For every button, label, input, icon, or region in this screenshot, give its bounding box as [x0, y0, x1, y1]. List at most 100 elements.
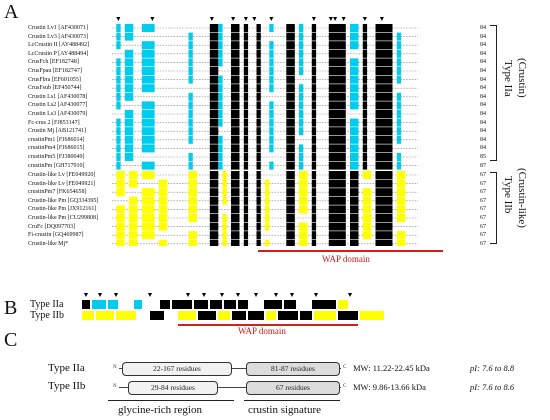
- type-2b-shade: [129, 205, 138, 214]
- sequence-alignment: [112, 17, 418, 246]
- type-2b-shade: [209, 239, 219, 246]
- type-2a-shade: [116, 161, 121, 170]
- type-2b-shade: [375, 171, 393, 179]
- type-2a-sublabel: (Crustin): [516, 58, 528, 98]
- cysteine-marker: [311, 17, 316, 21]
- type-2a-shade: [286, 32, 295, 41]
- type-2a-seq-name-11: Crustin Ls3 [AF430079]: [28, 111, 88, 117]
- type-2b-shade: [209, 179, 219, 188]
- type-2b-seq-name-2: Crustin-like Lv [FE049921]: [28, 180, 96, 187]
- type-2b-seq-name-6: Crustin-like Pm [CU299808]: [28, 215, 98, 221]
- type-2a-shade: [362, 24, 368, 32]
- type-2a-shade: [350, 118, 359, 127]
- type-2a-shade: [328, 144, 346, 153]
- type-2a-shade: [299, 58, 304, 67]
- type-2a-shade: [116, 84, 121, 93]
- type-2b-shade: [299, 196, 308, 205]
- type-2b-seq-name-4: Crustin-like Pm [GQ334395]: [28, 197, 99, 204]
- type-2a-shade: [218, 24, 223, 32]
- type-2b-shade: [116, 239, 125, 246]
- type-2b-shade: [209, 196, 219, 205]
- type-2a-shade: [188, 153, 193, 161]
- type-2b-motif-block: [314, 311, 336, 320]
- type-2b-shade: [158, 239, 168, 246]
- type-2a-seq-name-2: Crustin Lv3 [AF430073]: [28, 33, 88, 40]
- type-2a-shade: [299, 84, 304, 93]
- type-2a-shade: [311, 32, 317, 41]
- type-2a-shade: [231, 153, 240, 161]
- motif-cysteine-marker: [98, 293, 102, 297]
- type-2a-shade: [286, 75, 295, 84]
- type-2b-shade: [209, 231, 219, 240]
- type-2a-shade: [243, 41, 249, 50]
- type-2a-shade: [350, 127, 359, 136]
- type-2a-shade: [269, 144, 274, 153]
- type-2b-motif-block: [300, 311, 312, 320]
- type-2b-shade: [243, 196, 249, 205]
- type-2a-motif-block: [284, 300, 296, 309]
- type-2b-shade: [299, 171, 308, 179]
- type-2b-shade: [231, 231, 240, 240]
- type-2b-shade: [286, 231, 295, 240]
- type-2a-shade: [256, 75, 261, 84]
- type-2b-end-4: 67: [480, 197, 486, 204]
- type-2a-shade: [116, 41, 121, 50]
- type-2a-shade: [188, 127, 193, 136]
- type-2a-shade: [286, 67, 295, 75]
- type-2a-shade: [375, 118, 393, 127]
- type-2b-shade: [350, 222, 359, 231]
- type-2b-shade: [158, 205, 168, 214]
- type-2a-shade: [362, 118, 368, 127]
- type-2b-shade: [396, 214, 406, 222]
- type-2b-shade: [129, 196, 138, 205]
- type-2b-shade: [116, 188, 125, 197]
- type-2a-shade: [269, 161, 274, 170]
- type-2a-shade: [375, 41, 393, 50]
- type-2b-shade: [243, 239, 249, 246]
- type-2b-shade: [362, 214, 372, 222]
- type-2a-shade: [299, 161, 304, 170]
- type-2b-shade: [299, 222, 308, 231]
- type-2b-label: Type IIb: [502, 176, 514, 214]
- type-2a-shade: [362, 58, 368, 67]
- type-2a-shade: [350, 67, 359, 75]
- type-2a-shade: [299, 118, 304, 127]
- type-2a-shade: [375, 92, 393, 101]
- type-2b-shade: [243, 214, 249, 222]
- type-2b-shade: [299, 231, 308, 240]
- type-2a-motif-block: [312, 300, 336, 309]
- type-2a-motif-block: [108, 300, 118, 309]
- motif-cysteine-marker: [148, 293, 152, 297]
- panel-label-b: B: [4, 297, 18, 319]
- type-2a-shade: [209, 144, 219, 153]
- type-2b-shade: [209, 188, 219, 197]
- type-2a-seq-name-13: Crustin Mj [AB121741]: [28, 128, 87, 135]
- type-2a-shade: [299, 41, 304, 50]
- type-2b-shade: [141, 196, 155, 205]
- type-2b-shade: [350, 188, 359, 197]
- type-2a-shade: [243, 110, 249, 118]
- n-terminus-a: N: [113, 365, 117, 370]
- type-2a-shade: [124, 84, 134, 93]
- type-2b-shade: [311, 231, 317, 240]
- mw-type-2b: MW: 9.86-13.66 kDa: [353, 382, 426, 392]
- type-2a-shade: [218, 32, 223, 41]
- type-2b-shade: [158, 179, 168, 188]
- type-2a-shade: [124, 24, 134, 32]
- type-2a-shade: [231, 49, 240, 58]
- type-2a-shade: [218, 118, 223, 127]
- type-2a-shade: [141, 118, 155, 127]
- type-2a-shade: [218, 49, 223, 58]
- type-2a-shade: [116, 144, 121, 153]
- type-2b-shade: [209, 171, 219, 179]
- type-2b-shade: [265, 222, 270, 231]
- type-2b-shade: [311, 171, 317, 179]
- type-2a-shade: [124, 135, 134, 144]
- type-2b-shade: [265, 205, 270, 214]
- type-2b-shade: [328, 239, 346, 246]
- type-2a-shade: [116, 58, 121, 67]
- type-2a-end-13: 84: [480, 128, 486, 135]
- type-2a-shade: [231, 110, 240, 118]
- type-2a-end-16: 85: [480, 154, 486, 160]
- type-2a-shade: [124, 153, 134, 161]
